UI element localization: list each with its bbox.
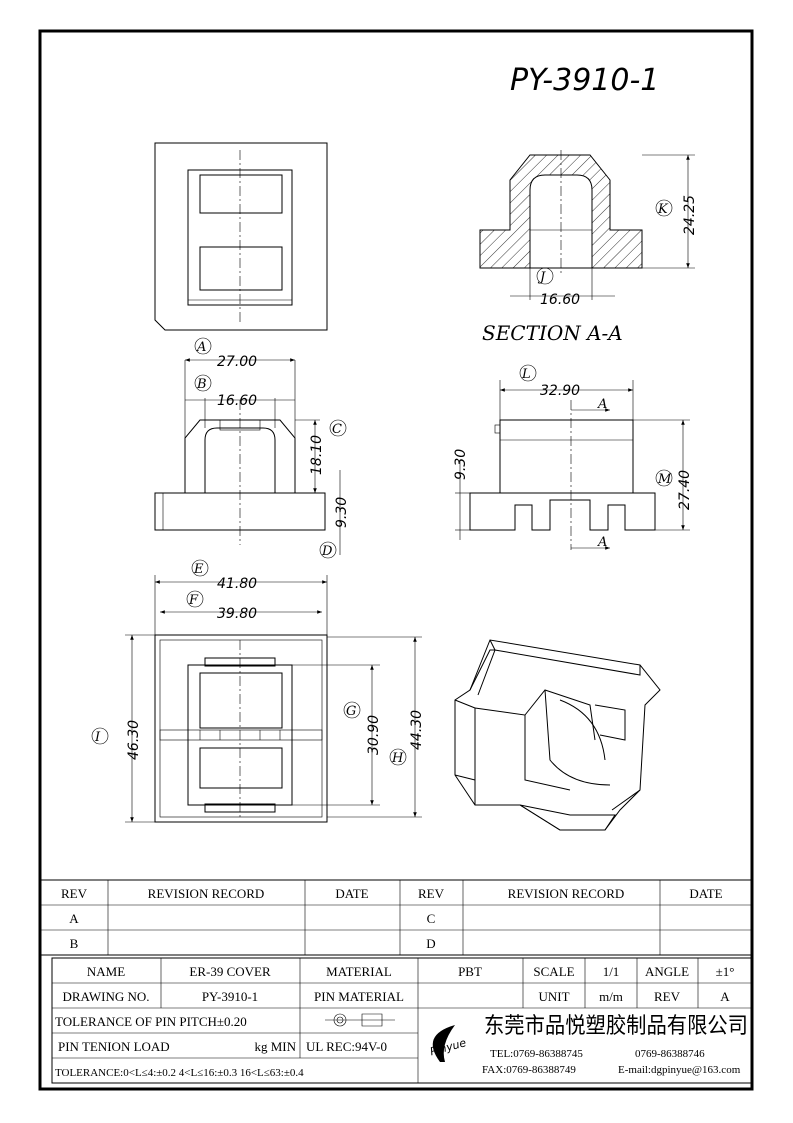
dim-c: 18.10 [309,435,325,475]
top-view [154,142,328,331]
pin-pitch-tolerance: TOLERANCE OF PIN PITCH±0.20 [55,1014,247,1029]
general-tolerance: TOLERANCE:0<L≤4:±0.2 4<L≤16:±0.3 16<L≤63… [55,1067,304,1079]
dim-b: 16.60 [217,393,257,409]
rev-header-2: REV [418,886,445,901]
dim-h: 44.30 [409,710,425,750]
dim-d: 9.30 [334,497,350,528]
label-j: J [537,270,546,285]
pin-material-label: PIN MATERIAL [314,989,404,1004]
label-d: D [321,544,333,559]
side-view: A A 32.90 L 27.40 M 9.30 [453,364,693,550]
material-value: PBT [458,964,482,979]
dim-j: 16.60 [540,292,580,308]
label-b: B [196,377,207,392]
pin-load-label: PIN TENION LOAD [58,1039,170,1054]
dim-k: 24.25 [682,195,698,235]
angle-value: ±1° [716,964,735,979]
name-value: ER-39 COVER [189,964,271,979]
name-label: NAME [87,964,125,979]
dim-i: 46.30 [126,720,142,760]
label-c: C [332,422,342,437]
unit-value: m/m [599,989,623,1004]
title-block: NAME ER-39 COVER MATERIAL PBT SCALE 1/1 … [51,957,753,1084]
rev-value: A [720,989,730,1004]
dim-l: 32.90 [540,383,580,399]
label-m: M [657,472,672,487]
label-a: A [196,340,206,355]
rev-cell: B [70,936,79,951]
label-h: H [391,751,404,766]
revision-table: REV REVISION RECORD DATE REV REVISION RE… [40,879,752,956]
sheet-border [38,29,754,1091]
dim-a: 27.00 [217,354,257,370]
section-marker-bottom: A [597,535,607,550]
section-a-a-view: 24.25 K 16.60 J SECTION A-A [479,150,698,345]
isometric-view [454,639,661,831]
revision-record-header-2: REVISION RECORD [508,886,625,901]
date-header: DATE [335,886,368,901]
bottom-view: 41.80 E 39.80 F 30.90 G 44.30 H 46.30 I [91,559,425,823]
rev-label: REV [654,989,681,1004]
drawing-no-label: DRAWING NO. [62,989,149,1004]
ul-rec: UL REC:94V-0 [306,1039,387,1054]
dim-m: 27.40 [677,470,693,510]
angle-label: ANGLE [645,964,689,979]
front-view: 27.00 A 16.60 B 18.10 C 9.30 D [154,337,350,559]
unit-label: UNIT [538,989,569,1004]
rev-cell: D [426,936,435,951]
label-f: F [188,593,199,608]
scale-label: SCALE [533,964,574,979]
section-marker-top: A [597,397,607,412]
label-l: L [521,367,531,382]
rev-header: REV [61,886,88,901]
section-label: SECTION A-A [482,321,623,345]
rev-cell: A [69,911,79,926]
dim-e: 41.80 [217,576,257,592]
date-header-2: DATE [689,886,722,901]
dim-side-height: 9.30 [453,449,469,480]
revision-record-header: REVISION RECORD [148,886,265,901]
company-tel-2: 0769-86388746 [635,1048,705,1060]
pin-load-unit: kg MIN [254,1039,296,1054]
company-fax: FAX:0769-86388749 [482,1064,576,1076]
projection-symbol-icon [325,1013,395,1027]
company-logo: Pinyue [429,1025,468,1062]
company-name: 东莞市品悦塑胶制品有限公司 [484,1014,748,1039]
company-tel: TEL:0769-86388745 [490,1048,583,1060]
dim-g: 30.90 [366,715,382,755]
drawing-no-value: PY-3910-1 [202,989,258,1004]
rev-cell: C [427,911,436,926]
label-k: K [657,202,669,217]
dim-f: 39.80 [217,606,257,622]
label-i: I [94,730,101,745]
company-email: E-mail:dgpinyue@163.com [618,1064,741,1076]
drawing-title: PY-3910-1 [510,63,659,98]
label-g: G [346,704,356,719]
scale-value: 1/1 [603,964,620,979]
material-label: MATERIAL [326,964,392,979]
label-e: E [193,562,204,577]
